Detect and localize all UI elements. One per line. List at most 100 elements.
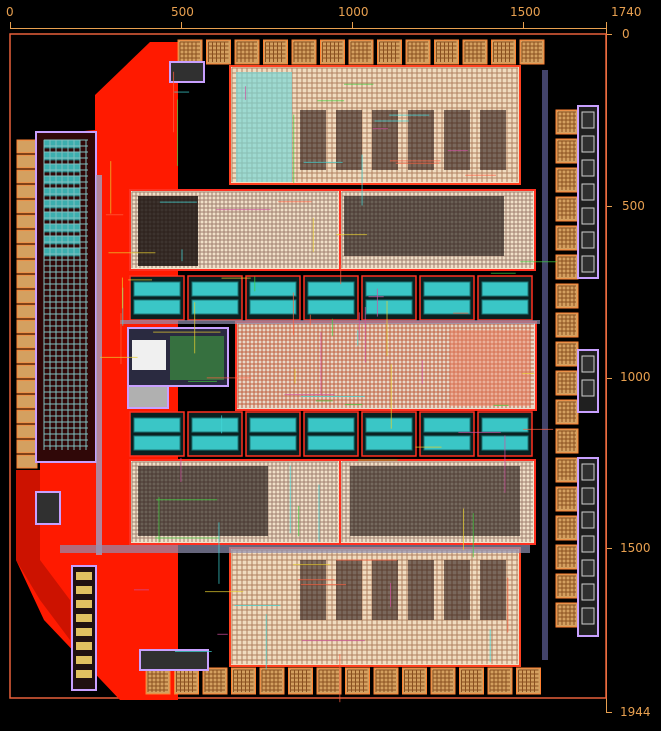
left-io-pad: [16, 304, 38, 319]
logic-lower-left-dark: [138, 466, 268, 536]
register-cyan-bar: [423, 299, 471, 315]
top-io-pad: [263, 39, 288, 65]
right-pad-hatch: [557, 372, 576, 393]
right-pad-hatch: [557, 517, 576, 538]
left-lower-finger: [76, 656, 92, 664]
lower-memory-dark-column: [480, 560, 506, 620]
left-io-pad: [16, 364, 38, 379]
right-io-pad: [555, 138, 579, 164]
right-io-pad: [555, 573, 579, 599]
esd-finger: [581, 487, 595, 505]
bottom-pad-hatch: [404, 669, 425, 692]
register-cyan-bar: [481, 417, 529, 433]
ruler-top-tick: [10, 22, 11, 28]
left-lower-finger: [76, 670, 92, 678]
lower-memory-dark-column: [336, 560, 362, 620]
esd-finger: [581, 379, 595, 397]
lower-memory-hatch: [231, 549, 518, 664]
ruler-right-tick: [606, 34, 612, 35]
register-cyan-bar: [133, 417, 181, 433]
vdd-rail-bottom: [60, 545, 530, 553]
right-io-pad: [555, 167, 579, 193]
analog-small-cell: [127, 385, 169, 409]
esd-finger: [581, 535, 595, 553]
top-io-pad: [320, 39, 345, 65]
register-cyan-bar: [133, 299, 181, 315]
top-pad-hatch: [236, 41, 257, 62]
central-grid-red-zone: [450, 330, 530, 406]
ruler-right-label-0: 0: [622, 27, 630, 41]
right-pad-hatch: [557, 227, 576, 248]
right-io-pad: [555, 602, 579, 628]
esd-finger: [581, 207, 595, 225]
top-pad-hatch: [379, 41, 400, 62]
left-lower-finger: [76, 600, 92, 608]
register-cyan-bar: [307, 299, 355, 315]
bottom-pad-hatch: [290, 669, 311, 692]
register-cyan-bar: [249, 281, 297, 297]
left-lower-finger: [76, 642, 92, 650]
left-io-pad: [16, 439, 38, 454]
metal-fill-left-lower: [16, 470, 70, 640]
left-io-pad: [16, 214, 38, 229]
right-io-pad: [555, 399, 579, 425]
right-io-pad: [555, 457, 579, 483]
right-io-pad: [555, 515, 579, 541]
register-cyan-bar: [249, 299, 297, 315]
analog-white-cell: [132, 340, 166, 370]
top-io-pad: [348, 39, 374, 65]
logic-upper-left-dark: [138, 196, 198, 266]
right-pad-hatch: [557, 459, 576, 480]
logic-upper-right-dark: [344, 196, 504, 256]
left-lower-finger: [76, 614, 92, 622]
left-io-pad: [16, 244, 38, 259]
ruler-top-tick: [181, 22, 182, 28]
lower-memory-dark-column: [444, 560, 470, 620]
right-pad-hatch: [557, 401, 576, 422]
right-pad-hatch: [557, 546, 576, 567]
left-io-pad: [16, 184, 38, 199]
top-io-pad: [405, 39, 431, 65]
esd-finger: [581, 559, 595, 577]
register-cyan-bar: [307, 281, 355, 297]
left-io-pad: [16, 349, 38, 364]
left-io-pad: [16, 394, 38, 409]
esd-finger: [581, 511, 595, 529]
top-pad-hatch: [407, 41, 428, 62]
ruler-top-label-1000: 1000: [338, 5, 369, 19]
top-pad-hatch: [265, 41, 286, 62]
left-io-pad: [16, 409, 38, 424]
register-cyan-bar: [481, 281, 529, 297]
right-pad-hatch: [557, 285, 576, 306]
left-small-esd: [35, 491, 61, 525]
esd-finger: [581, 111, 595, 129]
top-io-pad: [434, 39, 459, 65]
left-io-pad: [16, 169, 38, 184]
top-pad-hatch: [521, 41, 542, 62]
right-io-pad: [555, 109, 579, 135]
left-lower-finger: [76, 628, 92, 636]
left-io-pad: [16, 274, 38, 289]
right-pad-hatch: [557, 169, 576, 190]
ruler-top-axis: [10, 28, 606, 29]
upper-memory-dark-column: [372, 110, 398, 170]
top-pad-hatch: [322, 41, 343, 62]
bottom-pad-hatch: [204, 669, 225, 692]
left-io-pad: [16, 229, 38, 244]
right-pad-hatch: [557, 488, 576, 509]
esd-finger: [581, 255, 595, 273]
register-cyan-bar: [423, 417, 471, 433]
right-pad-hatch: [557, 111, 576, 132]
esd-finger: [581, 159, 595, 177]
register-cyan-bar: [191, 281, 239, 297]
right-pad-hatch: [557, 314, 576, 335]
bottom-pad-hatch: [375, 669, 396, 692]
register-cyan-bar: [365, 281, 413, 297]
register-cyan-bar: [423, 281, 471, 297]
register-cyan-bar: [133, 435, 181, 451]
left-io-pad: [16, 454, 38, 469]
left-io-pad: [16, 424, 38, 439]
top-pad-hatch: [493, 41, 514, 62]
left-io-pad: [16, 154, 38, 169]
